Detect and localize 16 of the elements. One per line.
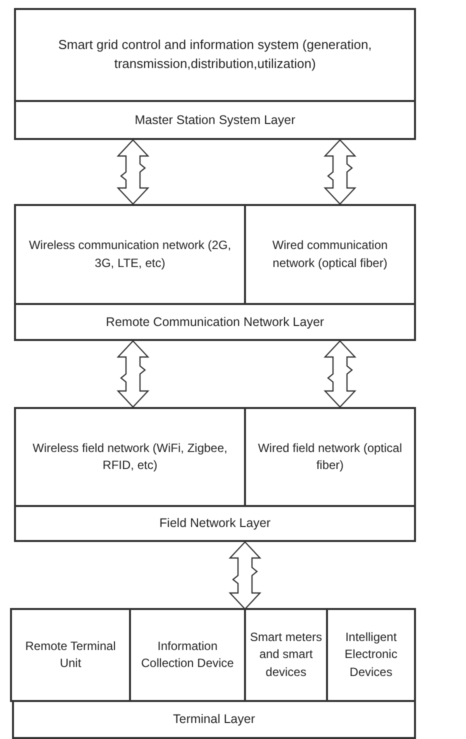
- layer-band: Terminal Layer: [12, 700, 416, 739]
- double-arrow: [228, 541, 262, 610]
- double-arrow: [324, 340, 356, 408]
- network-box: Wired field network (optical fiber): [244, 407, 416, 507]
- network-box: Wireless field network (WiFi, Zigbee, RFID, etc): [14, 407, 246, 507]
- device-box: Intelligent Electronic Devices: [326, 608, 416, 702]
- double-arrow: [324, 139, 356, 205]
- double-arrow: [116, 340, 150, 408]
- layer-band: Master Station System Layer: [14, 100, 416, 140]
- network-box: Wired communication network (optical fiber): [244, 204, 416, 305]
- layer-band: Remote Communication Network Layer: [14, 303, 416, 341]
- layer-band: Field Network Layer: [14, 505, 416, 542]
- network-box: Wireless communication network (2G, 3G, LTE, etc): [14, 204, 246, 305]
- system-box: Smart grid control and information system (generation, transmission,distribution,utilization): [14, 8, 416, 102]
- device-box: Remote Terminal Unit: [10, 608, 131, 702]
- double-arrow: [116, 139, 150, 205]
